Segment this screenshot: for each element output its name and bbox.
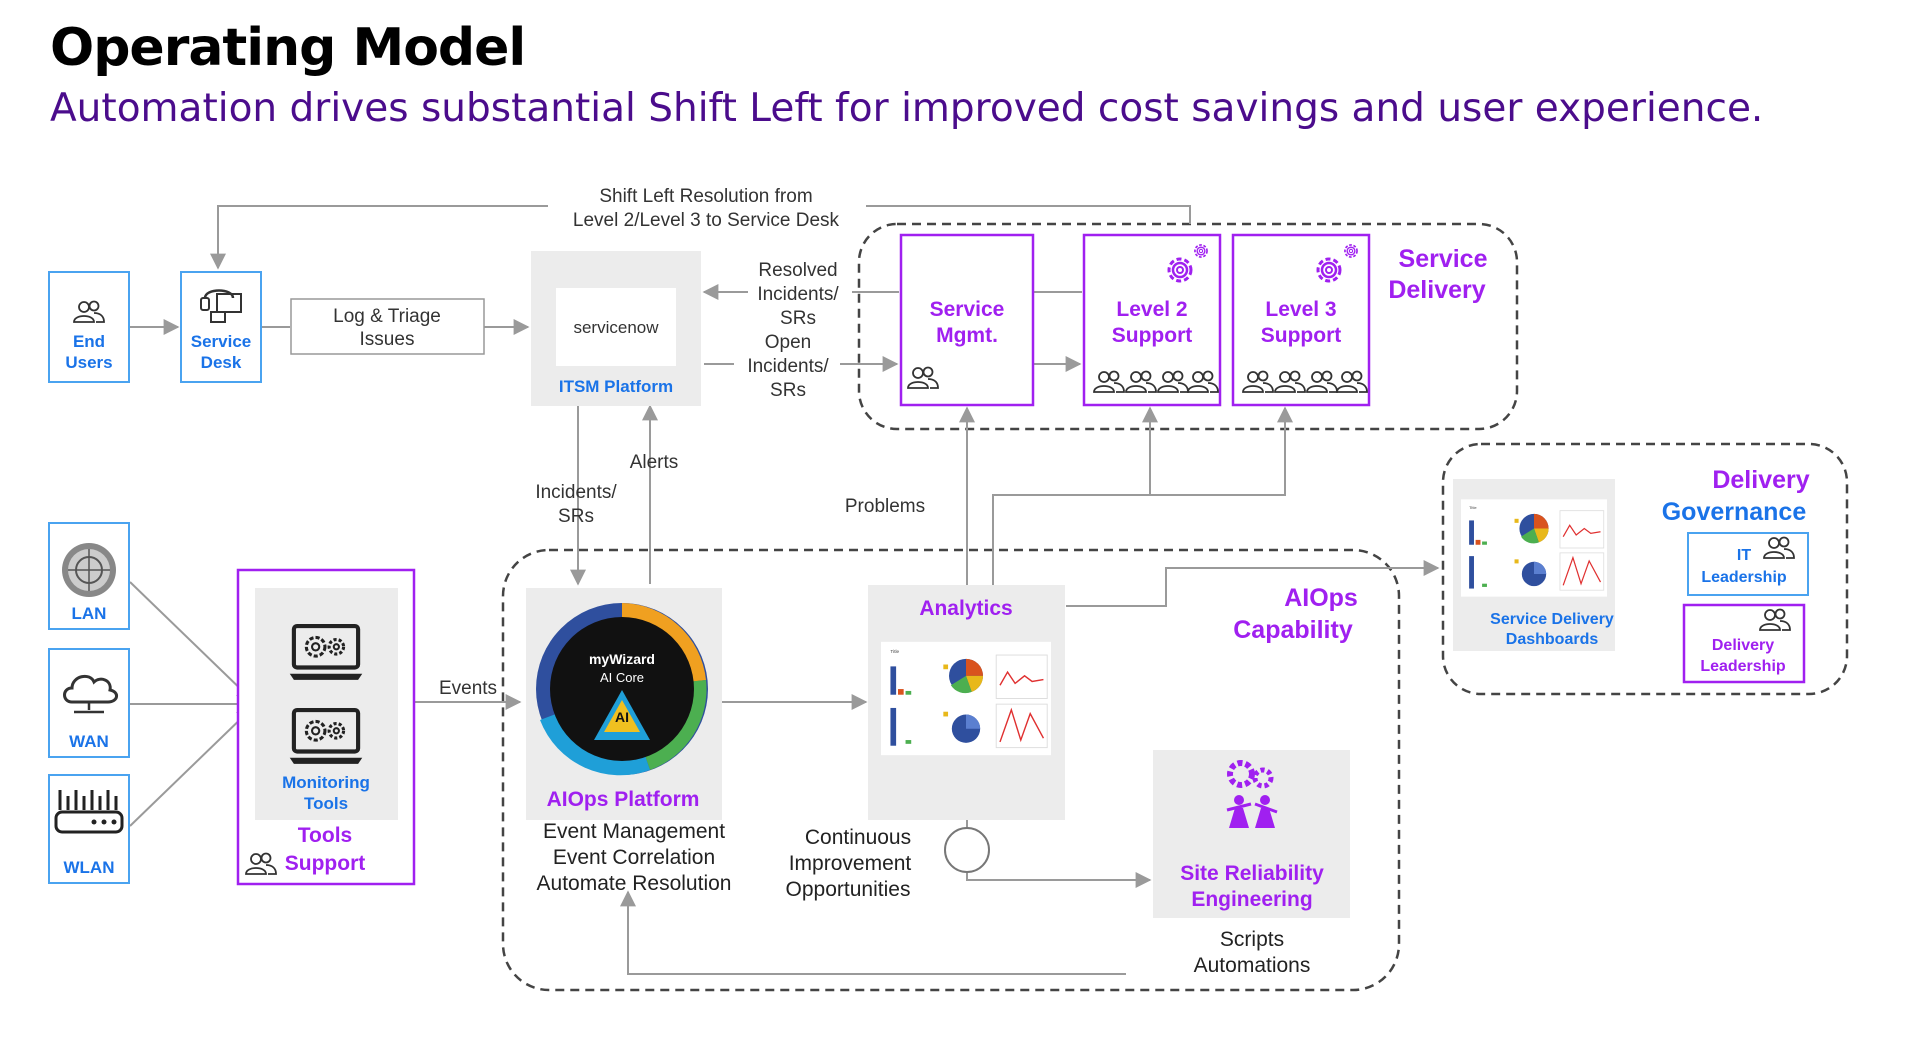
svg-text:Delivery: Delivery [1712, 637, 1774, 654]
shift-left-note-line1: Shift Left Resolution from [599, 186, 812, 207]
svg-text:Level 2: Level 2 [1116, 298, 1187, 321]
open-incidents-label-3: SRs [770, 380, 806, 401]
tools-support-node: Monitoring Tools Tools Support [236, 568, 416, 886]
log-triage-box: Log & Triage Issues [290, 298, 485, 355]
svg-text:myWizard: myWizard [589, 651, 655, 667]
cloud-icon [63, 674, 118, 714]
svg-text:WAN: WAN [69, 732, 109, 751]
svg-text:AI: AI [615, 709, 629, 725]
svg-text:Leadership: Leadership [1700, 658, 1786, 675]
router-icon [54, 790, 124, 834]
open-incidents-label-2: Incidents/ [747, 356, 829, 377]
continuous-improvement-node [944, 827, 990, 873]
continuous-improvement-1: Continuous [805, 826, 911, 849]
problems-label: Problems [845, 496, 925, 517]
svg-text:AIOps Platform: AIOps Platform [547, 788, 700, 811]
svg-text:Support: Support [1261, 324, 1341, 347]
svg-text:Support: Support [285, 852, 365, 875]
svg-text:ITSM Platform: ITSM Platform [559, 377, 673, 396]
svg-text:AI Core: AI Core [600, 670, 644, 685]
globe-icon [62, 543, 116, 597]
aiops-capability-title-2: Capability [1233, 616, 1353, 644]
svg-text:Mgmt.: Mgmt. [936, 324, 998, 347]
dashboard-thumbnail [881, 641, 1051, 756]
service-mgmt-node: Service Mgmt. [899, 233, 1035, 407]
shift-left-note-line2: Level 2/Level 3 to Service Desk [573, 210, 840, 231]
delivery-governance-title-1: Delivery [1712, 466, 1809, 494]
service-desk-node: Service Desk [180, 271, 262, 383]
dashboard-thumbnail [1461, 498, 1607, 598]
svg-text:Tools: Tools [304, 794, 348, 813]
svg-text:Monitoring: Monitoring [282, 773, 370, 792]
svg-text:Dashboards: Dashboards [1506, 631, 1599, 648]
incidents-srs-label-1: Incidents/ [535, 482, 617, 503]
svg-text:WLAN: WLAN [64, 858, 115, 877]
events-label: Events [439, 678, 497, 699]
svg-text:Issues: Issues [360, 329, 415, 350]
delivery-governance-title-2: Governance [1662, 498, 1807, 526]
service-delivery-dashboards-node: Service Delivery Dashboards [1453, 479, 1615, 651]
service-delivery-title-1: Service [1399, 245, 1488, 273]
incidents-srs-label-2: SRs [558, 506, 594, 527]
continuous-improvement-3: Opportunities [786, 878, 911, 901]
svg-text:Engineering: Engineering [1191, 888, 1312, 911]
aiops-capability-title-1: AIOps [1284, 584, 1358, 612]
level2-support-node: Level 2 Support [1082, 233, 1222, 407]
svg-text:Log & Triage: Log & Triage [333, 306, 441, 327]
aiops-function-3: Automate Resolution [537, 872, 732, 895]
wan-node: WAN [48, 648, 130, 758]
lan-node: LAN [48, 522, 130, 630]
end-users-node: End Users [48, 271, 130, 383]
svg-text:Level 3: Level 3 [1265, 298, 1336, 321]
open-incidents-label-1: Open [765, 332, 811, 353]
svg-text:Service: Service [930, 298, 1005, 321]
scripts-label: Scripts [1220, 928, 1284, 951]
mywizard-ai-core-logo: myWizard AI Core AI [536, 603, 708, 776]
svg-text:Analytics: Analytics [919, 597, 1012, 620]
aiops-capability-region [501, 548, 1401, 992]
svg-text:Support: Support [1112, 324, 1192, 347]
svg-text:LAN: LAN [72, 604, 107, 623]
itsm-platform-node: servicenow ITSM Platform [531, 251, 701, 406]
aiops-platform-node: myWizard AI Core AI AIOps Platform [526, 588, 722, 820]
delivery-leadership-node: Delivery Leadership [1682, 603, 1806, 684]
svg-text:Tools: Tools [298, 824, 352, 847]
servicenow-logo: servicenow [573, 318, 659, 337]
wlan-node: WLAN [48, 774, 130, 884]
svg-text:Site Reliability: Site Reliability [1180, 862, 1324, 885]
continuous-improvement-2: Improvement [789, 852, 912, 875]
service-delivery-title-2: Delivery [1388, 276, 1485, 304]
svg-text:End: End [73, 332, 105, 351]
level3-support-node: Level 3 Support [1231, 233, 1371, 407]
delivery-governance-region [1441, 442, 1849, 696]
page-title: Operating Model [50, 18, 526, 78]
svg-text:Desk: Desk [201, 353, 242, 372]
automations-label: Automations [1194, 954, 1311, 977]
analytics-node: Analytics [868, 585, 1065, 820]
svg-text:IT: IT [1737, 547, 1751, 564]
resolved-incidents-label-3: SRs [780, 308, 816, 329]
sre-people-gears-icon [1226, 760, 1278, 828]
sre-node: Site Reliability Engineering [1153, 750, 1350, 918]
svg-text:Leadership: Leadership [1701, 569, 1787, 586]
service-delivery-region [857, 222, 1519, 431]
svg-text:Users: Users [65, 353, 112, 372]
aiops-function-2: Event Correlation [553, 846, 715, 869]
alerts-label: Alerts [630, 452, 679, 473]
it-leadership-node: IT Leadership [1687, 532, 1809, 596]
svg-text:Service: Service [191, 332, 252, 351]
page-subtitle: Automation drives substantial Shift Left… [50, 86, 1764, 131]
aiops-function-1: Event Management [543, 820, 725, 843]
service-desk-icon [200, 289, 242, 323]
resolved-incidents-label-2: Incidents/ [757, 284, 839, 305]
resolved-incidents-label-1: Resolved [758, 260, 837, 281]
svg-text:Service Delivery: Service Delivery [1490, 611, 1614, 628]
